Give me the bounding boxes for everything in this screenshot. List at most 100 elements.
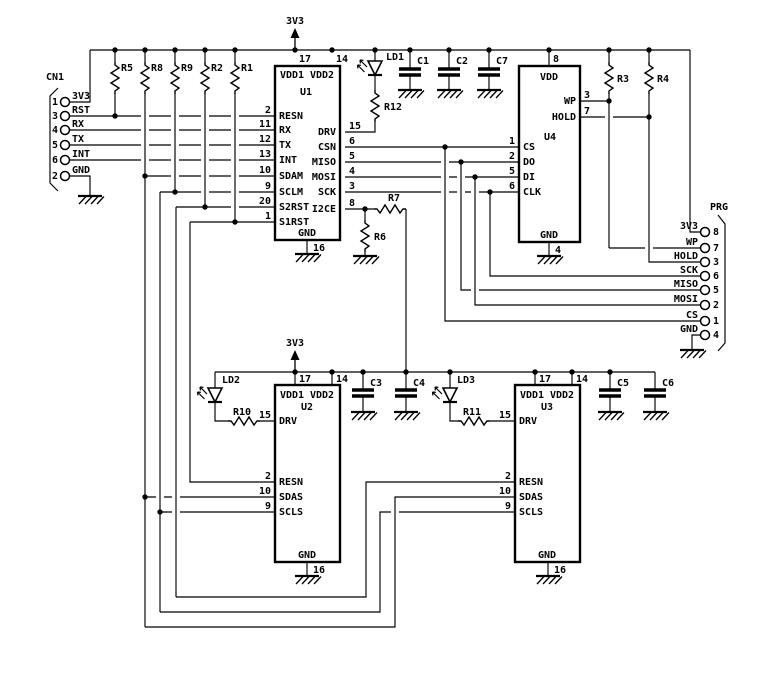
wire-cn1-gnd [70, 175, 91, 196]
u1-pin-name: S2RST [279, 202, 309, 213]
u1-ref: U1 [300, 87, 312, 98]
u4-pin-name: WP [564, 96, 576, 107]
u1-pin-num: 11 [259, 119, 271, 130]
prg-pin-name: WP [686, 237, 698, 248]
u2-ref: U2 [301, 402, 313, 413]
r12-ref: R12 [384, 102, 402, 113]
cn1-pin-name: 3V3 [72, 91, 90, 102]
u2-pin-name: VDD2 [310, 390, 334, 401]
u1-pin-num: 2 [265, 105, 271, 116]
wire-ld2-r10 [214, 372, 275, 422]
r3-ref: R3 [617, 74, 629, 85]
r2-ref: R2 [211, 63, 223, 74]
wire-miso-net [345, 161, 700, 291]
r10-ref: R10 [233, 407, 251, 418]
prg-pin-name: MISO [674, 279, 698, 290]
u4-pin-num: 4 [555, 245, 561, 256]
u1-pin-num: 20 [259, 196, 271, 207]
cn1-pin-num: 1 [52, 97, 58, 108]
cn1-pin-circle [59, 139, 71, 151]
ic-u3-body [513, 383, 582, 564]
u1-pin-num: 12 [259, 134, 271, 145]
cn1-pin-circle [59, 170, 71, 182]
cn1-pin-circle [59, 154, 71, 166]
r4-ref: R4 [657, 74, 669, 85]
r7-ref: R7 [388, 193, 400, 204]
ld2-ref: LD2 [222, 375, 240, 386]
u4-pin-num: 5 [509, 166, 515, 177]
u2-pin-num: 9 [265, 501, 271, 512]
wire-prg-gnd [691, 334, 700, 350]
connector-cn1 [49, 87, 71, 192]
wire-caps-top [409, 50, 490, 90]
c3-ref: C3 [370, 378, 382, 389]
u1-pin-name: TX [279, 140, 291, 151]
u2-pin-name: GND [298, 550, 316, 561]
u4-pin-num: 1 [509, 136, 515, 147]
prg-pin-circle [699, 284, 711, 296]
u2-pin-name: VDD1 [280, 390, 304, 401]
u1-pin-num: 16 [313, 243, 325, 254]
u3-pin-num: 16 [554, 565, 566, 576]
u4-pin-name: HOLD [552, 112, 576, 123]
prg-pin-num: 7 [713, 243, 719, 254]
prg-pin-num: 4 [713, 330, 719, 341]
c4-ref: C4 [413, 378, 425, 389]
prg-pin-circle [699, 256, 711, 268]
prg-pin-num: 5 [713, 285, 719, 296]
u1-pin-name: MOSI [312, 172, 336, 183]
ic-u1-body [273, 64, 342, 242]
u1-pin-num: 10 [259, 165, 271, 176]
u2-pin-num: 14 [336, 374, 348, 385]
r8-ref: R8 [151, 63, 163, 74]
u1-pin-name: SCK [318, 187, 336, 198]
u3-pin-name: SDAS [519, 492, 543, 503]
u1-pin-num: 3 [349, 181, 355, 192]
u1-pin-name: INT [279, 155, 297, 166]
prg-pin-num: 6 [713, 271, 719, 282]
prg-pin-circle [699, 226, 711, 238]
u3-pin-name: GND [538, 550, 556, 561]
u4-pin-name: DO [523, 157, 535, 168]
u3-pin-num: 17 [539, 374, 551, 385]
cn1-bracket [49, 87, 59, 192]
u1-pin-name: DRV [318, 127, 336, 138]
cn1-pin-circle [59, 96, 71, 108]
cn1-pin-num: 6 [52, 155, 58, 166]
u2-pin-num: 10 [259, 486, 271, 497]
wire-scl-to-u3 [160, 511, 515, 613]
u1-pin-num: 1 [265, 211, 271, 222]
u1-pin-name: VDD1 [280, 70, 304, 81]
cn1-pin-circle [59, 110, 71, 122]
c7-ref: C7 [496, 56, 508, 67]
u3-pin-num: 14 [576, 374, 588, 385]
prg-pin-num: 1 [713, 316, 719, 327]
r6-ref: R6 [374, 232, 386, 243]
u2-pin-name: RESN [279, 477, 303, 488]
ld3-ref: LD3 [457, 375, 475, 386]
c6-ref: C6 [662, 378, 674, 389]
r5-ref: R5 [121, 63, 133, 74]
u3-pin-name: VDD1 [520, 390, 544, 401]
cn1-ref: CN1 [46, 72, 64, 83]
u3-ref: U3 [541, 402, 553, 413]
u4-pin-num: 8 [553, 54, 559, 65]
cn1-pin-name: RST [72, 105, 90, 116]
labels: 3V3 3V3 CN1 1 3 4 5 6 2 3V3 RST RX TX IN… [46, 16, 728, 576]
u1-pin-name: VDD2 [310, 70, 334, 81]
u1-pin-num: 5 [349, 151, 355, 162]
wire-mosi-net [345, 176, 700, 306]
u1-pin-name: GND [298, 228, 316, 239]
u1-pin-name: SCLM [279, 187, 303, 198]
u1-pin-num: 15 [349, 121, 361, 132]
u1-pin-num: 14 [336, 54, 348, 65]
cn1-pin-name: GND [72, 165, 90, 176]
u3-pin-name: VDD2 [550, 390, 574, 401]
u1-pin-name: CSN [318, 142, 336, 153]
wire-i2ce [345, 208, 407, 372]
u3-pin-num: 10 [499, 486, 511, 497]
wire-hold-net [580, 50, 700, 263]
